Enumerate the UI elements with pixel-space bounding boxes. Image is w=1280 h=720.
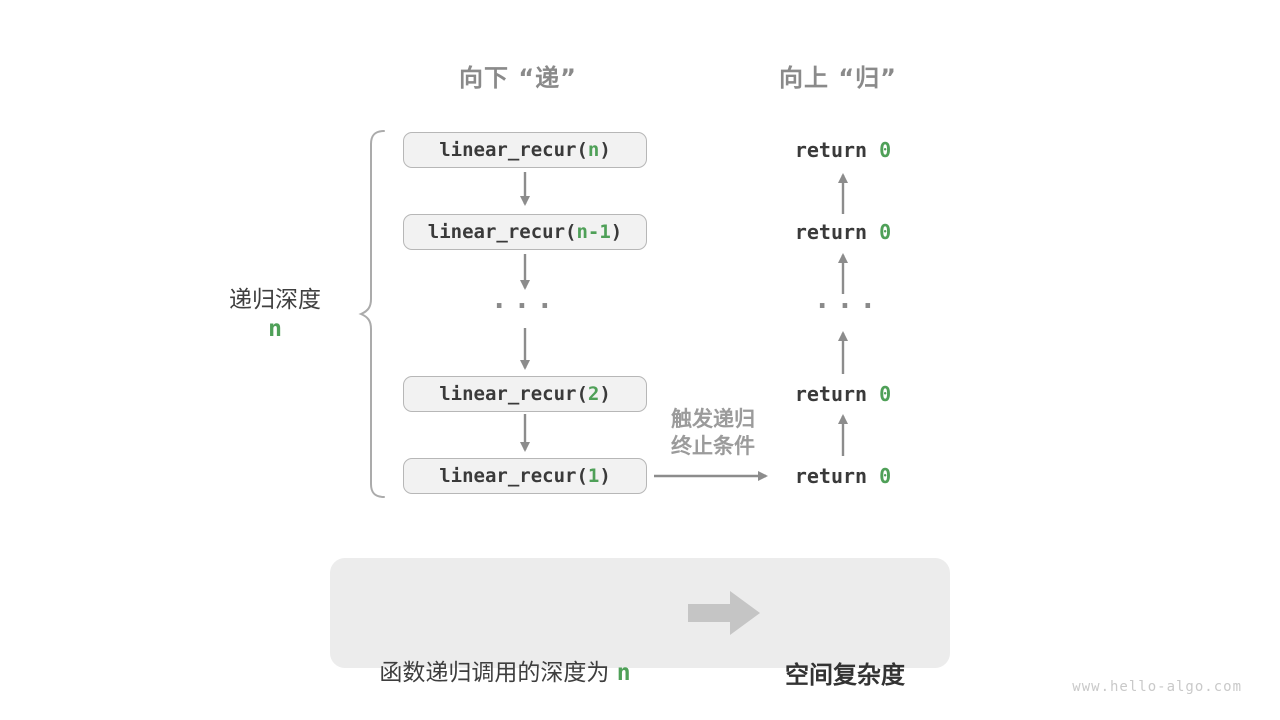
- call-arg: 2: [587, 383, 600, 405]
- space-complexity-title: 空间复杂度: [785, 661, 905, 689]
- summary-line1-text: 函数递归调用的深度为: [379, 660, 617, 686]
- return-statement: return 0: [763, 219, 923, 245]
- summary-text: 函数递归调用的深度为 n 共使用 O(n) 的栈帧空间: [340, 573, 670, 720]
- return-value: 0: [879, 464, 892, 488]
- summary-line1-n: n: [616, 660, 631, 686]
- call-fn: linear_recur(: [439, 139, 588, 161]
- return-keyword: return: [794, 382, 880, 406]
- return-keyword: return: [794, 464, 880, 488]
- return-keyword: return: [794, 138, 880, 162]
- recursion-depth-value: n: [268, 316, 282, 342]
- call-close: ): [599, 383, 611, 405]
- call-close: ): [599, 139, 611, 161]
- return-statement: return 0: [763, 381, 923, 407]
- return-value: 0: [879, 382, 892, 406]
- call-box: linear_recur(n): [403, 132, 647, 168]
- return-value: 0: [879, 220, 892, 244]
- call-fn: linear_recur(: [439, 465, 588, 487]
- call-box: linear_recur(1): [403, 458, 647, 494]
- base-case-annotation-line1: 触发递归: [671, 407, 755, 431]
- call-arg: n-1: [576, 221, 611, 243]
- call-box: linear_recur(n-1): [403, 214, 647, 250]
- recursion-depth-label: 递归深度: [229, 287, 321, 313]
- summary-line1: 函数递归调用的深度为 n: [340, 653, 670, 693]
- return-value: 0: [879, 138, 892, 162]
- call-fn: linear_recur(: [427, 221, 577, 243]
- call-arg: 1: [587, 465, 600, 487]
- header-ascend: 向上 “归”: [779, 64, 897, 92]
- call-close: ): [610, 221, 623, 243]
- call-box: linear_recur(2): [403, 376, 647, 412]
- ellipsis-left: ...: [490, 282, 560, 315]
- return-statement: return 0: [763, 463, 923, 489]
- call-arg: n: [587, 139, 600, 161]
- return-statement: return 0: [763, 137, 923, 163]
- call-close: ): [599, 465, 611, 487]
- base-case-annotation-line2: 终止条件: [671, 434, 755, 458]
- call-fn: linear_recur(: [439, 383, 588, 405]
- summary-box: [330, 558, 950, 668]
- base-case-annotation: 触发递归 终止条件: [640, 406, 786, 460]
- return-keyword: return: [794, 220, 880, 244]
- depth-brace: [358, 130, 385, 498]
- conclusion-block: 空间复杂度 线性阶 O(n): [735, 575, 955, 720]
- header-descend: 向下 “递”: [459, 64, 577, 92]
- ellipsis-right: ...: [813, 282, 883, 315]
- watermark: www.hello-algo.com: [1072, 679, 1242, 695]
